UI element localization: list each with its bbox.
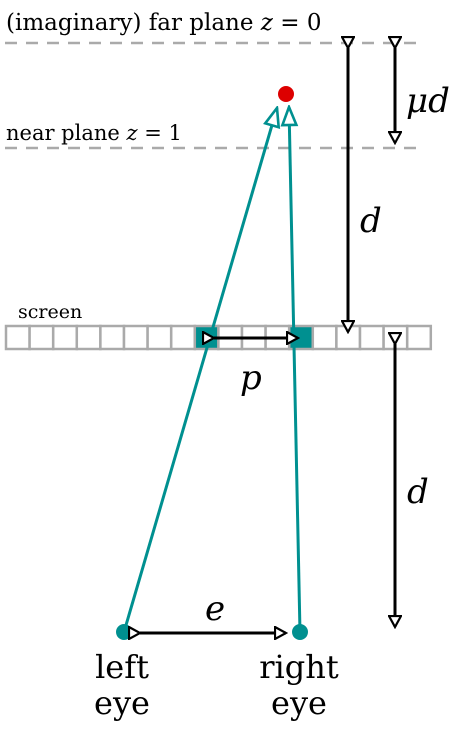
near-plane-label: near plane z = 1 [6, 121, 182, 145]
left-eye-ray [122, 108, 277, 633]
screen-cell [75, 324, 102, 351]
mu-d-label: μd [406, 81, 450, 121]
screen-cell [405, 324, 433, 351]
target-point [278, 86, 294, 102]
parallax-label: p [240, 358, 262, 398]
left-eye-label-line2: eye [94, 684, 150, 722]
screen-cell [169, 324, 197, 351]
right-eye-label-line1: right [259, 648, 339, 686]
screen-cell [51, 324, 79, 351]
right-eye-ray [289, 107, 302, 633]
screen-cell [146, 324, 173, 351]
right-eye-dot [292, 624, 308, 640]
screen-cell [358, 324, 385, 351]
screen-label: screen [18, 301, 82, 323]
screen-cell [4, 324, 31, 351]
upper-distance-label: d [360, 201, 382, 241]
left-eye-label-line1: left [95, 648, 149, 686]
screen-cell [99, 324, 126, 351]
left-eye-dot [116, 624, 132, 640]
far-plane-label: (imaginary) far plane z = 0 [6, 10, 321, 36]
right-eye-label-line2: eye [271, 684, 327, 722]
eye-separation-label: e [205, 589, 225, 629]
lower-distance-label: d [407, 472, 429, 512]
screen-cell [28, 324, 55, 351]
screen-cell [122, 324, 149, 351]
screen-cell [311, 324, 338, 351]
